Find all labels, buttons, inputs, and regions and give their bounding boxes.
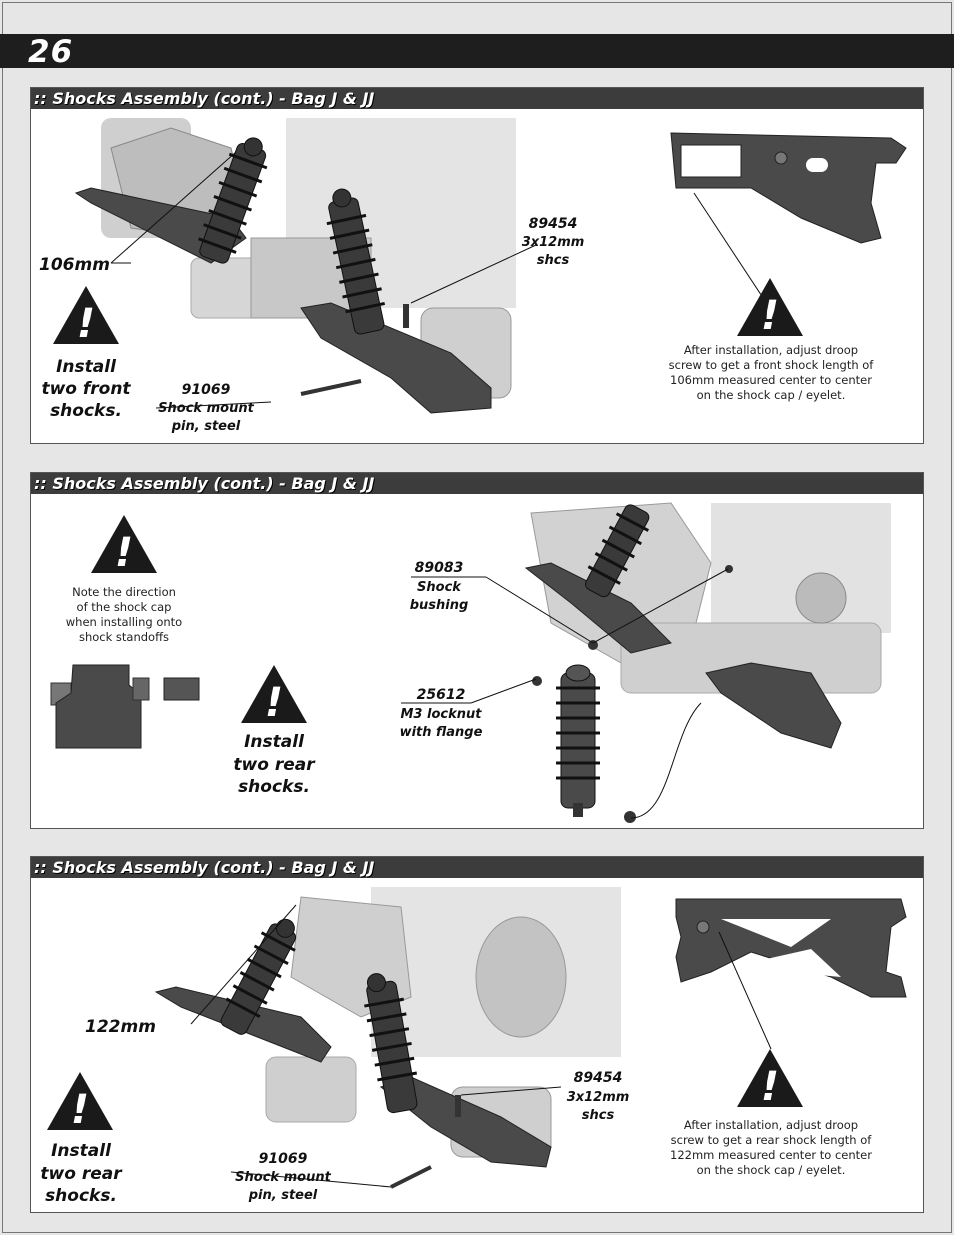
warning-icon: ! <box>53 286 119 346</box>
warning-icon: ! <box>91 515 157 575</box>
direction-note-line-1: Note the direction <box>72 585 176 599</box>
part-91069-number: 91069 <box>258 1151 308 1167</box>
droop-note-line-3: 122mm measured center to center <box>670 1148 872 1162</box>
part-89454-desc-2: shcs <box>581 1108 615 1123</box>
part-89083-desc-2: bushing <box>409 598 469 613</box>
length-label: 122mm <box>85 1017 156 1037</box>
droop-note-line-4: on the shock cap / eyelet. <box>696 1163 846 1177</box>
part-89454-desc-1: 3x12mm <box>566 1090 630 1105</box>
svg-text:!: ! <box>761 293 779 338</box>
warning-icon: ! <box>241 665 307 725</box>
panel-title: :: Shocks Assembly (cont.) - Bag J & JJ <box>31 88 923 109</box>
rear-chassis-illustration <box>50 502 891 823</box>
install-instruction-line-3: shocks. <box>50 401 122 421</box>
install-instruction-line-1: Install <box>244 732 304 752</box>
warning-icon: ! <box>47 1072 113 1132</box>
direction-note-line-2: of the shock cap <box>76 600 172 614</box>
page-number: 26 <box>28 34 74 70</box>
part-25612-desc-1: M3 locknut <box>400 707 482 722</box>
install-instruction-line-2: two front <box>41 379 131 399</box>
svg-text:!: ! <box>761 1064 779 1109</box>
droop-note-line-2: screw to get a front shock length of <box>668 358 874 372</box>
install-instruction-line-3: shocks. <box>238 777 310 797</box>
svg-text:!: ! <box>71 1087 89 1132</box>
panel-rear-shocks-length: :: Shocks Assembly (cont.) - Bag J & JJ <box>30 856 924 1213</box>
front-chassis-illustration <box>74 118 907 414</box>
part-89083-number: 89083 <box>414 560 464 576</box>
svg-text:!: ! <box>77 301 95 346</box>
rear-chassis-length-illustration <box>154 887 907 1189</box>
install-instruction-line-1: Install <box>51 1141 111 1161</box>
length-label: 106mm <box>39 255 110 275</box>
install-instruction-line-1: Install <box>56 357 116 377</box>
warning-icon: ! <box>737 1049 803 1109</box>
part-89454-desc-1: 3x12mm <box>521 235 585 250</box>
part-91069-desc-1: Shock mount <box>158 401 254 416</box>
part-91069-desc-1: Shock mount <box>235 1170 331 1185</box>
droop-note-line-1: After installation, adjust droop <box>683 1118 859 1132</box>
direction-note-line-3: when installing onto <box>65 615 183 629</box>
droop-note-line-2: screw to get a rear shock length of <box>670 1133 872 1147</box>
part-91069-number: 91069 <box>181 382 231 398</box>
part-91069-desc-2: pin, steel <box>248 1188 318 1203</box>
panel-front-shocks: :: Shocks Assembly (cont.) - Bag J & JJ <box>30 87 924 444</box>
part-89454-number: 89454 <box>528 216 578 232</box>
svg-text:!: ! <box>115 530 133 575</box>
droop-note-line-4: on the shock cap / eyelet. <box>696 388 846 402</box>
install-instruction-line-2: two rear <box>233 755 315 775</box>
install-instruction-line-2: two rear <box>40 1164 122 1184</box>
part-89454-number: 89454 <box>573 1070 623 1086</box>
panel-rear-shocks-mount: :: Shocks Assembly (cont.) - Bag J & JJ <box>30 472 924 829</box>
panel-title: :: Shocks Assembly (cont.) - Bag J & JJ <box>31 473 923 494</box>
droop-note-line-1: After installation, adjust droop <box>683 343 859 357</box>
droop-note-line-3: 106mm measured center to center <box>670 373 872 387</box>
install-instruction-line-3: shocks. <box>45 1186 117 1206</box>
svg-text:!: ! <box>265 680 283 725</box>
direction-note-line-4: shock standoffs <box>78 630 170 644</box>
panel-title: :: Shocks Assembly (cont.) - Bag J & JJ <box>31 857 923 878</box>
part-89083-desc-1: Shock <box>417 580 461 595</box>
part-25612-number: 25612 <box>416 687 466 703</box>
warning-icon: ! <box>737 278 803 338</box>
part-91069-desc-2: pin, steel <box>171 419 241 434</box>
part-89454-desc-2: shcs <box>536 253 570 268</box>
header-bar <box>0 34 954 68</box>
part-25612-desc-2: with flange <box>399 725 483 740</box>
